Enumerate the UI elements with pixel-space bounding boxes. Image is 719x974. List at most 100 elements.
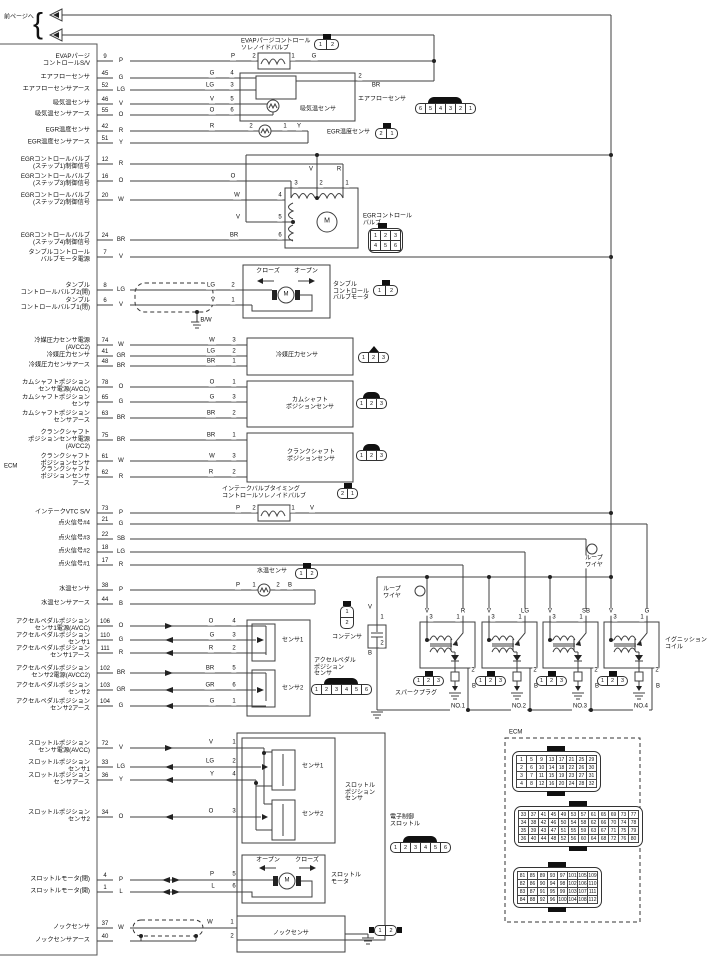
diagram-label: B — [593, 683, 601, 691]
diagram-label: NO.1 — [449, 703, 467, 711]
diagram-label: M — [282, 291, 290, 299]
signal-pin-number: 33 — [100, 760, 110, 766]
signal-pin-number: 24 — [100, 233, 110, 239]
condenser-connector-cap — [343, 601, 351, 606]
diagram-label: 吸気温センサ — [299, 106, 338, 114]
diagram-label: NO.4 — [632, 703, 650, 711]
signal-pin-number: 106 — [98, 619, 112, 625]
pedal-sensor-connector-cap — [324, 678, 358, 684]
diagram-label: 1 — [290, 53, 296, 61]
signal-wire-color: BR — [115, 437, 127, 443]
signal-pin-number: 7 — [102, 250, 108, 256]
diagram-label: 5 — [231, 871, 237, 879]
diagram-label: R — [207, 469, 215, 477]
signal-pin-number: 110 — [99, 633, 111, 639]
signal-pin-number: 61 — [100, 454, 110, 460]
signal-row-label: クランクシャフトポジションセンサ — [40, 453, 91, 467]
signal-pin-number: 16 — [100, 174, 110, 180]
signal-wire-color: L — [118, 889, 124, 895]
diagram-label: スパークプラグ — [394, 690, 439, 698]
signal-row-label: EGRコントロールバルブ(ステップ1)制御信号 — [20, 156, 90, 170]
diagram-label: O — [208, 379, 216, 387]
diagram-label: 6 — [231, 682, 237, 690]
diagram-label: B — [470, 683, 478, 691]
signal-row-label: 水温センサ — [59, 585, 90, 593]
signal-wire-color: P — [117, 587, 125, 593]
diagram-label: 2 — [231, 645, 237, 653]
egr-valve-connector-cap — [377, 223, 387, 228]
diagram-label: 2 — [470, 667, 476, 675]
diagram-label: 3 — [231, 632, 237, 640]
diagram-label: 2 — [275, 582, 281, 590]
signal-row-label: スロットルポジションセンサアース — [28, 772, 90, 786]
signal-pin-number: 75 — [100, 433, 110, 439]
signal-row-label: 吸気温センサアース — [34, 110, 90, 118]
diagram-label: 2 — [229, 933, 235, 941]
diagram-label: エアフローセンサ — [357, 96, 408, 104]
signal-pin-number: 36 — [100, 773, 110, 779]
diagram-label: R — [459, 608, 467, 616]
diagram-label: EGR温度センサ — [326, 129, 372, 137]
signal-pin-number: 73 — [100, 506, 110, 512]
diagram-label: 1 — [231, 739, 237, 747]
signal-row-label: 冷媒圧力センサ電源(AVCC2) — [34, 337, 90, 351]
signal-row-label: スロットルポジションセンサ2 — [28, 809, 90, 823]
diagram-label: オープン — [255, 857, 281, 865]
diagram-label: O — [207, 618, 215, 626]
diagram-label: 4 — [229, 70, 235, 78]
diagram-label: 2 — [379, 640, 385, 648]
signal-wire-color: O — [117, 623, 125, 629]
signal-row-label: タンブルコントロールバルブモータ電源 — [28, 249, 90, 263]
signal-pin-number: 51 — [100, 136, 110, 142]
diagram-label: 冷媒圧力センサ — [274, 352, 320, 360]
diagram-label: 1 — [578, 614, 584, 622]
ecm-grid-tab — [547, 791, 565, 796]
diagram-label: ループワイヤ — [584, 555, 604, 569]
diagram-label: 3 — [428, 614, 434, 622]
diagram-label: W — [233, 192, 241, 200]
diagram-label: 2 — [230, 282, 236, 290]
signal-pin-number: 8 — [102, 283, 108, 289]
signal-wire-color: LG — [115, 764, 127, 770]
signal-pin-number: 46 — [100, 97, 110, 103]
diagram-label: W — [208, 453, 216, 461]
diagram-label: 2 — [248, 123, 254, 131]
signal-wire-color: LG — [115, 287, 127, 293]
signal-pin-number: 74 — [100, 338, 110, 344]
signal-wire-color: P — [117, 510, 125, 516]
signal-pin-number: 52 — [100, 83, 110, 89]
signal-wire-color: W — [117, 342, 125, 348]
diagram-label: LG — [205, 348, 217, 356]
diagram-label: 2 — [231, 469, 237, 477]
signal-wire-color: R — [117, 128, 125, 134]
signal-row-label: タンブルコントロールバルブ1(閉) — [20, 297, 90, 311]
diagram-label: 2 — [251, 53, 257, 61]
signal-row-label: アクセルペダルポジションセンサ2アース — [16, 698, 90, 712]
diagram-label: V — [308, 505, 316, 513]
signal-pin-number: 42 — [100, 124, 110, 130]
signal-wire-color: W — [117, 925, 125, 931]
diagram-label: スロットルモータ — [330, 872, 363, 886]
diagram-label: 1 — [344, 180, 350, 188]
signal-wire-color: R — [117, 161, 125, 167]
diagram-label: P — [208, 871, 216, 879]
diagram-label: タンブルコントロールバルブモータ — [332, 282, 371, 302]
diagram-label: 1 — [290, 505, 296, 513]
diagram-label: 4 — [231, 771, 237, 779]
signal-row-label: EGRコントロールバルブ(ステップ4)制御信号 — [20, 232, 90, 246]
diagram-label: 2 — [231, 410, 237, 418]
diagram-label: 5 — [231, 665, 237, 673]
signal-row-label: クランクシャフトポジションセンサアース — [40, 465, 91, 487]
egr-temp-connector-cap — [382, 123, 391, 128]
diagram-label: センサ2 — [301, 811, 325, 819]
